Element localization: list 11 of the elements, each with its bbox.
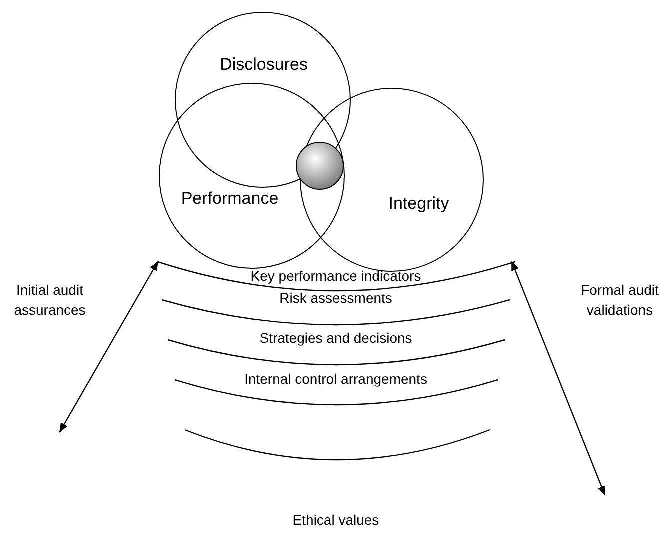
band-label: Internal control arrangements	[244, 370, 428, 389]
band-label: Ethical values	[292, 511, 380, 530]
circle-label: Integrity	[388, 194, 450, 214]
band-label: Key performance indicators	[250, 267, 422, 286]
band-label: Risk assessments	[280, 289, 392, 308]
side-label: Formal audit validations	[580, 281, 660, 320]
shaded-sphere	[296, 142, 344, 190]
circle-label: Performance	[181, 189, 279, 209]
band-label: Strategies and decisions	[260, 329, 412, 348]
side-label: Initial audit assurances	[13, 281, 87, 320]
circle-label: Disclosures	[220, 55, 308, 75]
